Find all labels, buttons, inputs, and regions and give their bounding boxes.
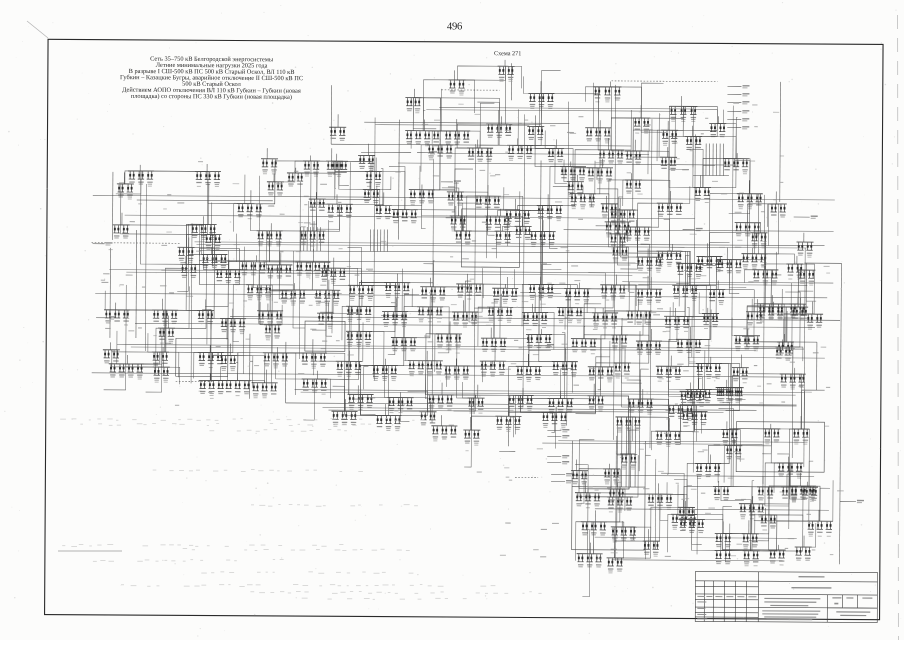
svg-text:Летние минимальные нагрузки 20: Летние минимальные нагрузки 2025 года	[156, 62, 268, 70]
svg-text:496: 496	[447, 22, 462, 33]
svg-text:500 кВ Старый Оскол: 500 кВ Старый Оскол	[182, 81, 242, 88]
svg-text:Действием АОПО отключения ВЛ 1: Действием АОПО отключения ВЛ 110 кВ Губк…	[122, 87, 301, 95]
svg-text:площадка) со стороны ПС 330 кВ: площадка) со стороны ПС 330 кВ Губкин (н…	[131, 93, 292, 101]
svg-text:Сеть 35–750 кВ Белгородской эн: Сеть 35–750 кВ Белгородской энергосистем…	[150, 56, 274, 64]
svg-text:Схема 271: Схема 271	[494, 50, 521, 57]
svg-text:Губкин – Казацкие Бугры, авари: Губкин – Казацкие Бугры, аварийное отклю…	[120, 74, 303, 82]
svg-text:В разрыве I СШ-500 кВ ПС 500 к: В разрыве I СШ-500 кВ ПС 500 кВ Старый О…	[129, 68, 295, 76]
